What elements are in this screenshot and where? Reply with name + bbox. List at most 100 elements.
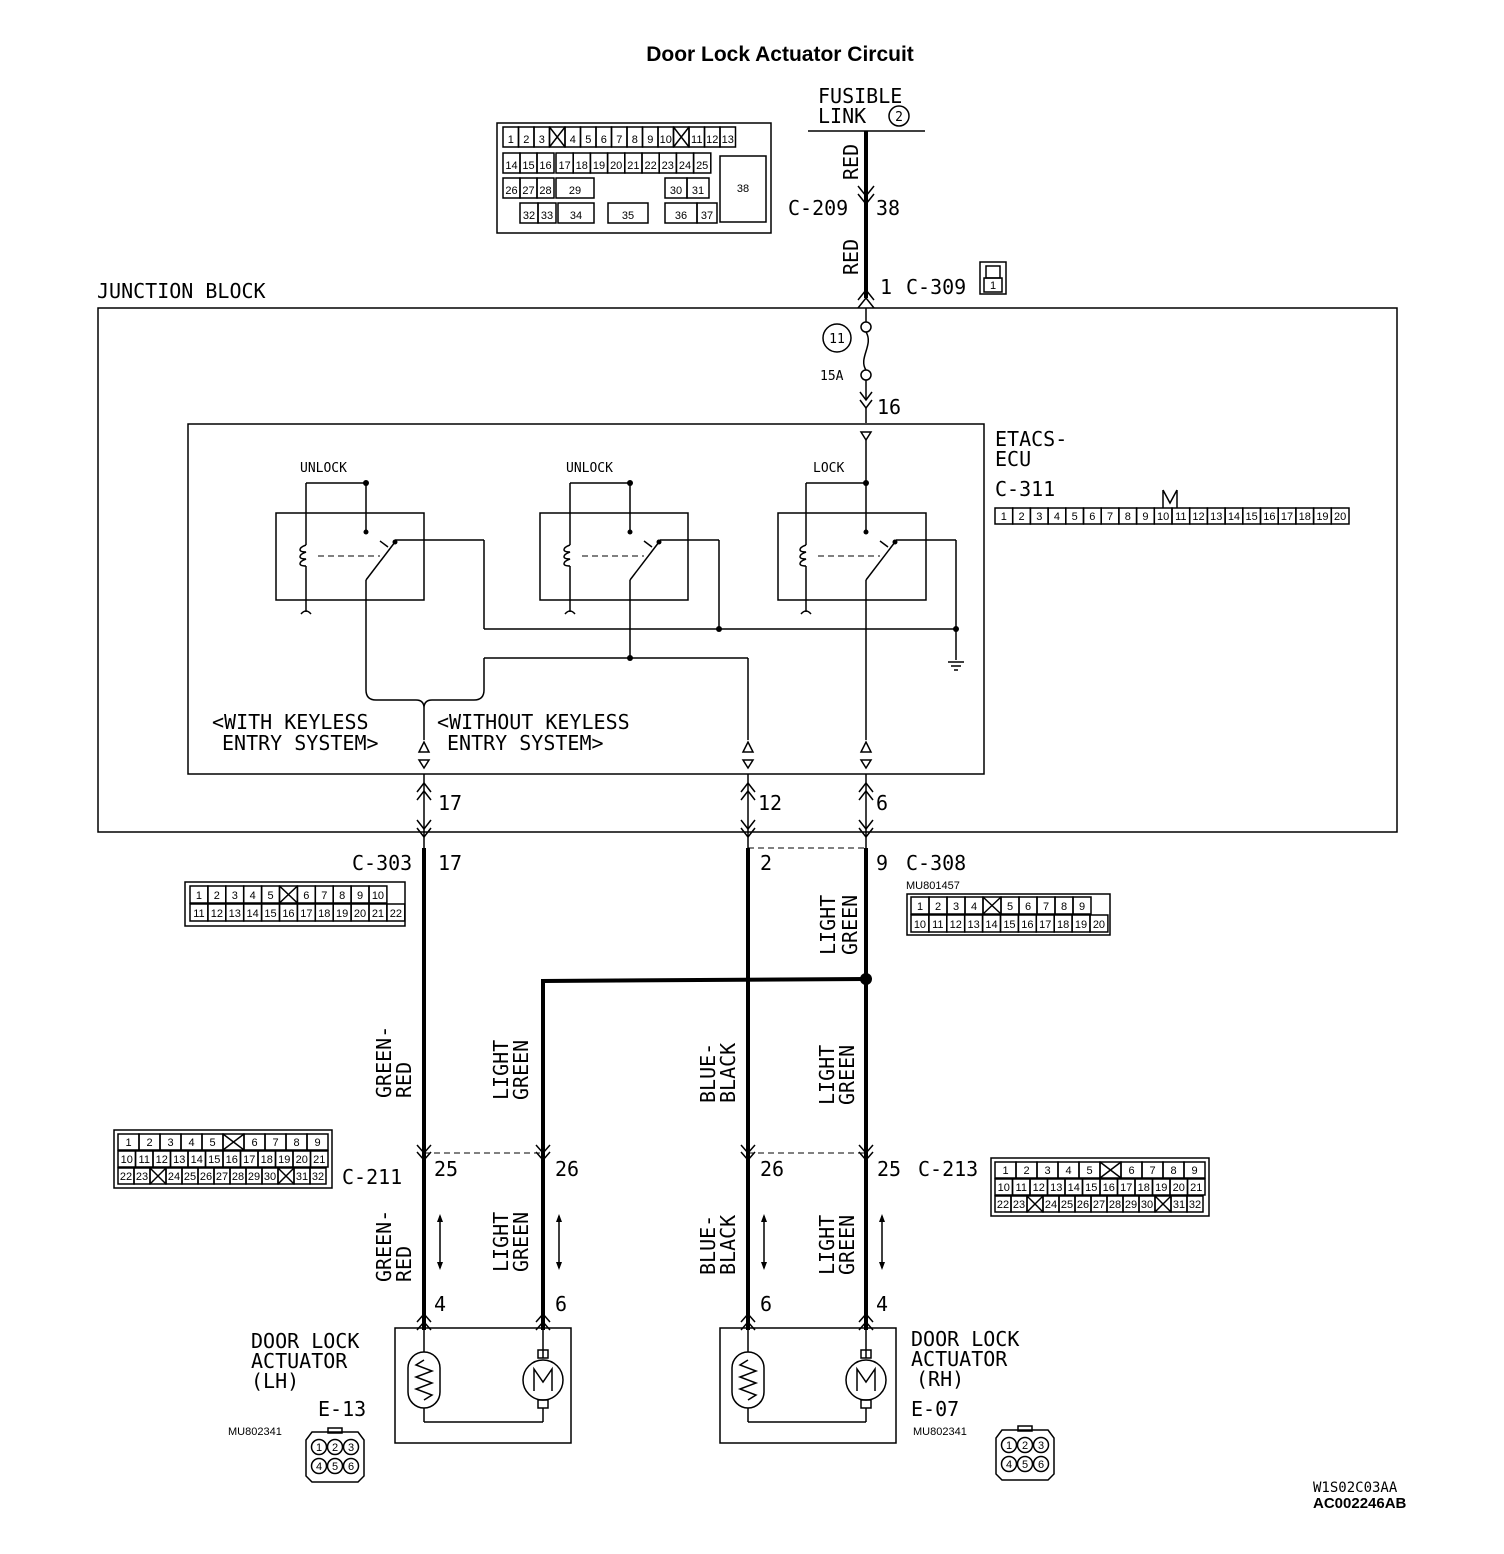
svg-text:LIGHT: LIGHT	[815, 1215, 839, 1275]
c213grid-pin: 16	[1103, 1182, 1115, 1194]
c209-pin: 33	[541, 210, 553, 222]
pin-4-rh: 4	[876, 1292, 888, 1316]
c308-pin: 20	[1093, 919, 1105, 931]
c213-label: C-213	[918, 1157, 978, 1181]
c303-pin: 11	[193, 908, 204, 920]
c308-pin: 18	[1057, 919, 1069, 931]
c209-pin: 20	[610, 160, 622, 172]
svg-text:36: 36	[675, 210, 687, 222]
etacs-ecu-box	[187, 423, 985, 775]
c209-pin: 32	[523, 210, 535, 222]
wire-red-1: RED	[839, 144, 863, 180]
c209-pin: 10	[660, 134, 672, 146]
pin-6-jb: 6	[876, 791, 888, 815]
c209-pin: 27	[522, 185, 534, 197]
svg-text:BLACK: BLACK	[716, 1043, 740, 1103]
c213grid-pin: 18	[1138, 1182, 1150, 1194]
c213grid-pin: 7	[1149, 1165, 1155, 1177]
pin-6-rh: 6	[760, 1292, 772, 1316]
c213grid-pin: 1	[1002, 1165, 1008, 1177]
c213grid-pin: 8	[1170, 1165, 1176, 1177]
c213grid-pin: 30	[1141, 1199, 1153, 1211]
c211grid-pin: 7	[272, 1137, 278, 1149]
c211grid-pin: 22	[120, 1171, 132, 1183]
c311-pin: 2	[1018, 511, 1024, 523]
c209-pin: 28	[539, 185, 551, 197]
svg-text:GREEN: GREEN	[835, 1045, 859, 1105]
svg-text:ETACS-: ETACS-	[995, 427, 1067, 451]
svg-text:LIGHT: LIGHT	[815, 1045, 839, 1105]
wire-red-2: RED	[839, 239, 863, 275]
c213grid-pin: 20	[1173, 1182, 1185, 1194]
c311-pin: 3	[1036, 511, 1042, 523]
svg-text:38: 38	[737, 183, 749, 195]
pin-26-c213: 26	[760, 1157, 784, 1181]
c311-pin: 10	[1157, 511, 1169, 523]
svg-text:15A: 15A	[820, 369, 844, 384]
svg-text:BLACK: BLACK	[716, 1215, 740, 1275]
c308-part-number: MU801457	[906, 880, 960, 892]
e07face-pin: 4	[1006, 1459, 1012, 1471]
pin-2-c308: 2	[760, 851, 772, 875]
svg-text:11: 11	[829, 332, 845, 347]
svg-text:RED: RED	[392, 1062, 416, 1098]
c308-pin: 7	[1043, 901, 1049, 913]
c209-label: C-209	[788, 196, 848, 220]
c303-pin: 15	[264, 908, 276, 920]
c308-pin: 17	[1039, 919, 1051, 931]
c213grid-pin: 17	[1120, 1182, 1132, 1194]
c303-pin: 18	[318, 908, 330, 920]
c213grid-pin: 13	[1050, 1182, 1062, 1194]
c211grid-pin: 20	[296, 1154, 308, 1166]
pin-25-c213: 25	[877, 1157, 901, 1181]
door-lock-actuator-rh: DOOR LOCK ACTUATOR (RH) E-07 MU802341	[719, 1327, 1019, 1444]
c209-pin: 1	[508, 134, 514, 146]
keyless-with-2: ENTRY SYSTEM>	[222, 731, 379, 755]
junction-block-label: JUNCTION BLOCK	[97, 279, 266, 303]
c308-pin: 6	[1025, 901, 1031, 913]
c311-pin: 6	[1089, 511, 1095, 523]
e13face-pin: 3	[348, 1442, 354, 1454]
relay-label-unlock-1: UNLOCK	[300, 461, 347, 476]
svg-text:LIGHT: LIGHT	[489, 1040, 513, 1100]
svg-text:LIGHT: LIGHT	[489, 1212, 513, 1272]
c308-pin: 4	[971, 901, 977, 913]
c213grid-pin: 31	[1173, 1199, 1185, 1211]
c213grid-pin: 11	[1016, 1182, 1027, 1194]
e13face-pin: 6	[348, 1461, 354, 1473]
c209-pin: 5	[585, 134, 591, 146]
pin-26-c211: 26	[555, 1157, 579, 1181]
c311-pin: 16	[1263, 511, 1275, 523]
c213grid-pin: 27	[1093, 1199, 1105, 1211]
c308-pin: 14	[985, 919, 997, 931]
svg-text:BLUE-: BLUE-	[696, 1215, 720, 1275]
c213grid-pin: 29	[1125, 1199, 1137, 1211]
e13-label: E-13	[318, 1397, 366, 1421]
c303-pin: 12	[211, 908, 223, 920]
svg-text:35: 35	[622, 210, 634, 222]
svg-text:DOOR LOCK: DOOR LOCK	[911, 1327, 1019, 1351]
c309-label: C-309	[906, 275, 966, 299]
c209-pin: 8	[632, 134, 638, 146]
c213grid-pin: 28	[1109, 1199, 1121, 1211]
pin-12-jb: 12	[758, 791, 782, 815]
c311-pin: 7	[1107, 511, 1113, 523]
c311-pin: 13	[1210, 511, 1222, 523]
e13face-pin: 5	[332, 1461, 338, 1473]
c308-pin: 10	[914, 919, 926, 931]
figure-code-2: AC002246AB	[1313, 1495, 1407, 1512]
door-lock-actuator-lh: DOOR LOCK ACTUATOR (LH) E-13 MU802341	[228, 1327, 572, 1444]
c213grid-pin: 19	[1155, 1182, 1167, 1194]
c209-pin: 22	[644, 160, 656, 172]
c311-pin: 9	[1142, 511, 1148, 523]
pin-16: 16	[877, 395, 901, 419]
c211grid-pin: 30	[264, 1171, 276, 1183]
c303-pin: 4	[250, 890, 256, 902]
c211grid-pin: 28	[232, 1171, 244, 1183]
c211-label: C-211	[342, 1165, 402, 1189]
c211grid-pin: 14	[191, 1154, 203, 1166]
